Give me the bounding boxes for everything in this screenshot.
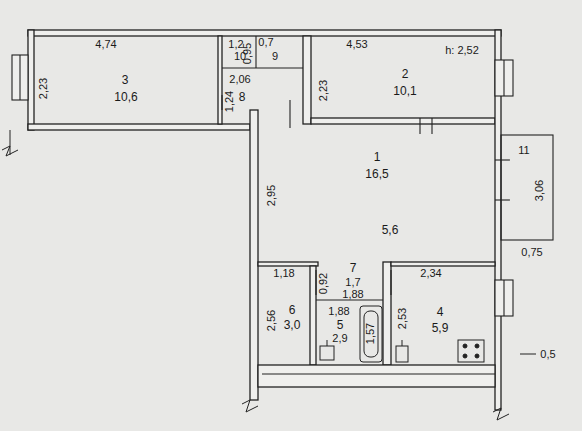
dimension-label: 5 bbox=[336, 318, 345, 332]
dimension-label: 0,95 bbox=[241, 41, 254, 64]
dimension-label: 0,92 bbox=[317, 271, 330, 294]
dimension-label: 2,95 bbox=[265, 183, 278, 206]
dimension-label: 3 bbox=[121, 73, 130, 87]
dimension-label: 16,5 bbox=[364, 167, 389, 181]
dimension-label: 0,5 bbox=[539, 348, 556, 361]
dimension-label: 7 bbox=[349, 261, 358, 275]
dimension-label: 3,0 bbox=[283, 318, 302, 332]
dimension-label: 4,53 bbox=[345, 38, 368, 51]
walls bbox=[28, 30, 501, 410]
windows bbox=[12, 55, 553, 316]
dimension-label: 5,9 bbox=[431, 321, 450, 335]
dimension-label: 1,88 bbox=[341, 288, 364, 301]
dimension-label: 1,57 bbox=[364, 321, 377, 344]
dimension-label: 1,88 bbox=[327, 305, 350, 318]
break-marks bbox=[2, 130, 536, 420]
dimension-label: 3,06 bbox=[533, 178, 546, 201]
dimension-label: 8 bbox=[238, 90, 247, 104]
dimension-label: 4 bbox=[436, 305, 445, 319]
dimension-label: 9 bbox=[271, 50, 279, 63]
dimension-label: 1,7 bbox=[344, 276, 361, 289]
dimension-label: 1,24 bbox=[223, 89, 236, 112]
dimension-label: 0,7 bbox=[257, 36, 274, 49]
dimension-label: 2,34 bbox=[419, 267, 442, 280]
dimension-label: h: 2,52 bbox=[444, 44, 480, 57]
dimension-label: 2,06 bbox=[228, 73, 251, 86]
dimension-label: 2 bbox=[401, 67, 410, 81]
dimension-label: 2,56 bbox=[265, 308, 278, 331]
dimension-label: 10,1 bbox=[392, 84, 417, 98]
dimension-label: 10,6 bbox=[113, 90, 138, 104]
dimension-label: 2,23 bbox=[37, 76, 50, 99]
dimension-label: 5,6 bbox=[381, 223, 400, 237]
dimension-label: 2,23 bbox=[317, 78, 330, 101]
dimension-label: 2,9 bbox=[331, 332, 348, 345]
dimension-label: 2,53 bbox=[396, 306, 409, 329]
dimension-label: 0,75 bbox=[520, 246, 543, 259]
dimension-label: 6 bbox=[288, 303, 297, 317]
partitions bbox=[222, 36, 495, 374]
dimension-label: 1,18 bbox=[272, 267, 295, 280]
dimension-label: 4,74 bbox=[94, 38, 117, 51]
dimension-label: 11 bbox=[517, 144, 530, 157]
dimension-label: 1 bbox=[373, 150, 382, 164]
